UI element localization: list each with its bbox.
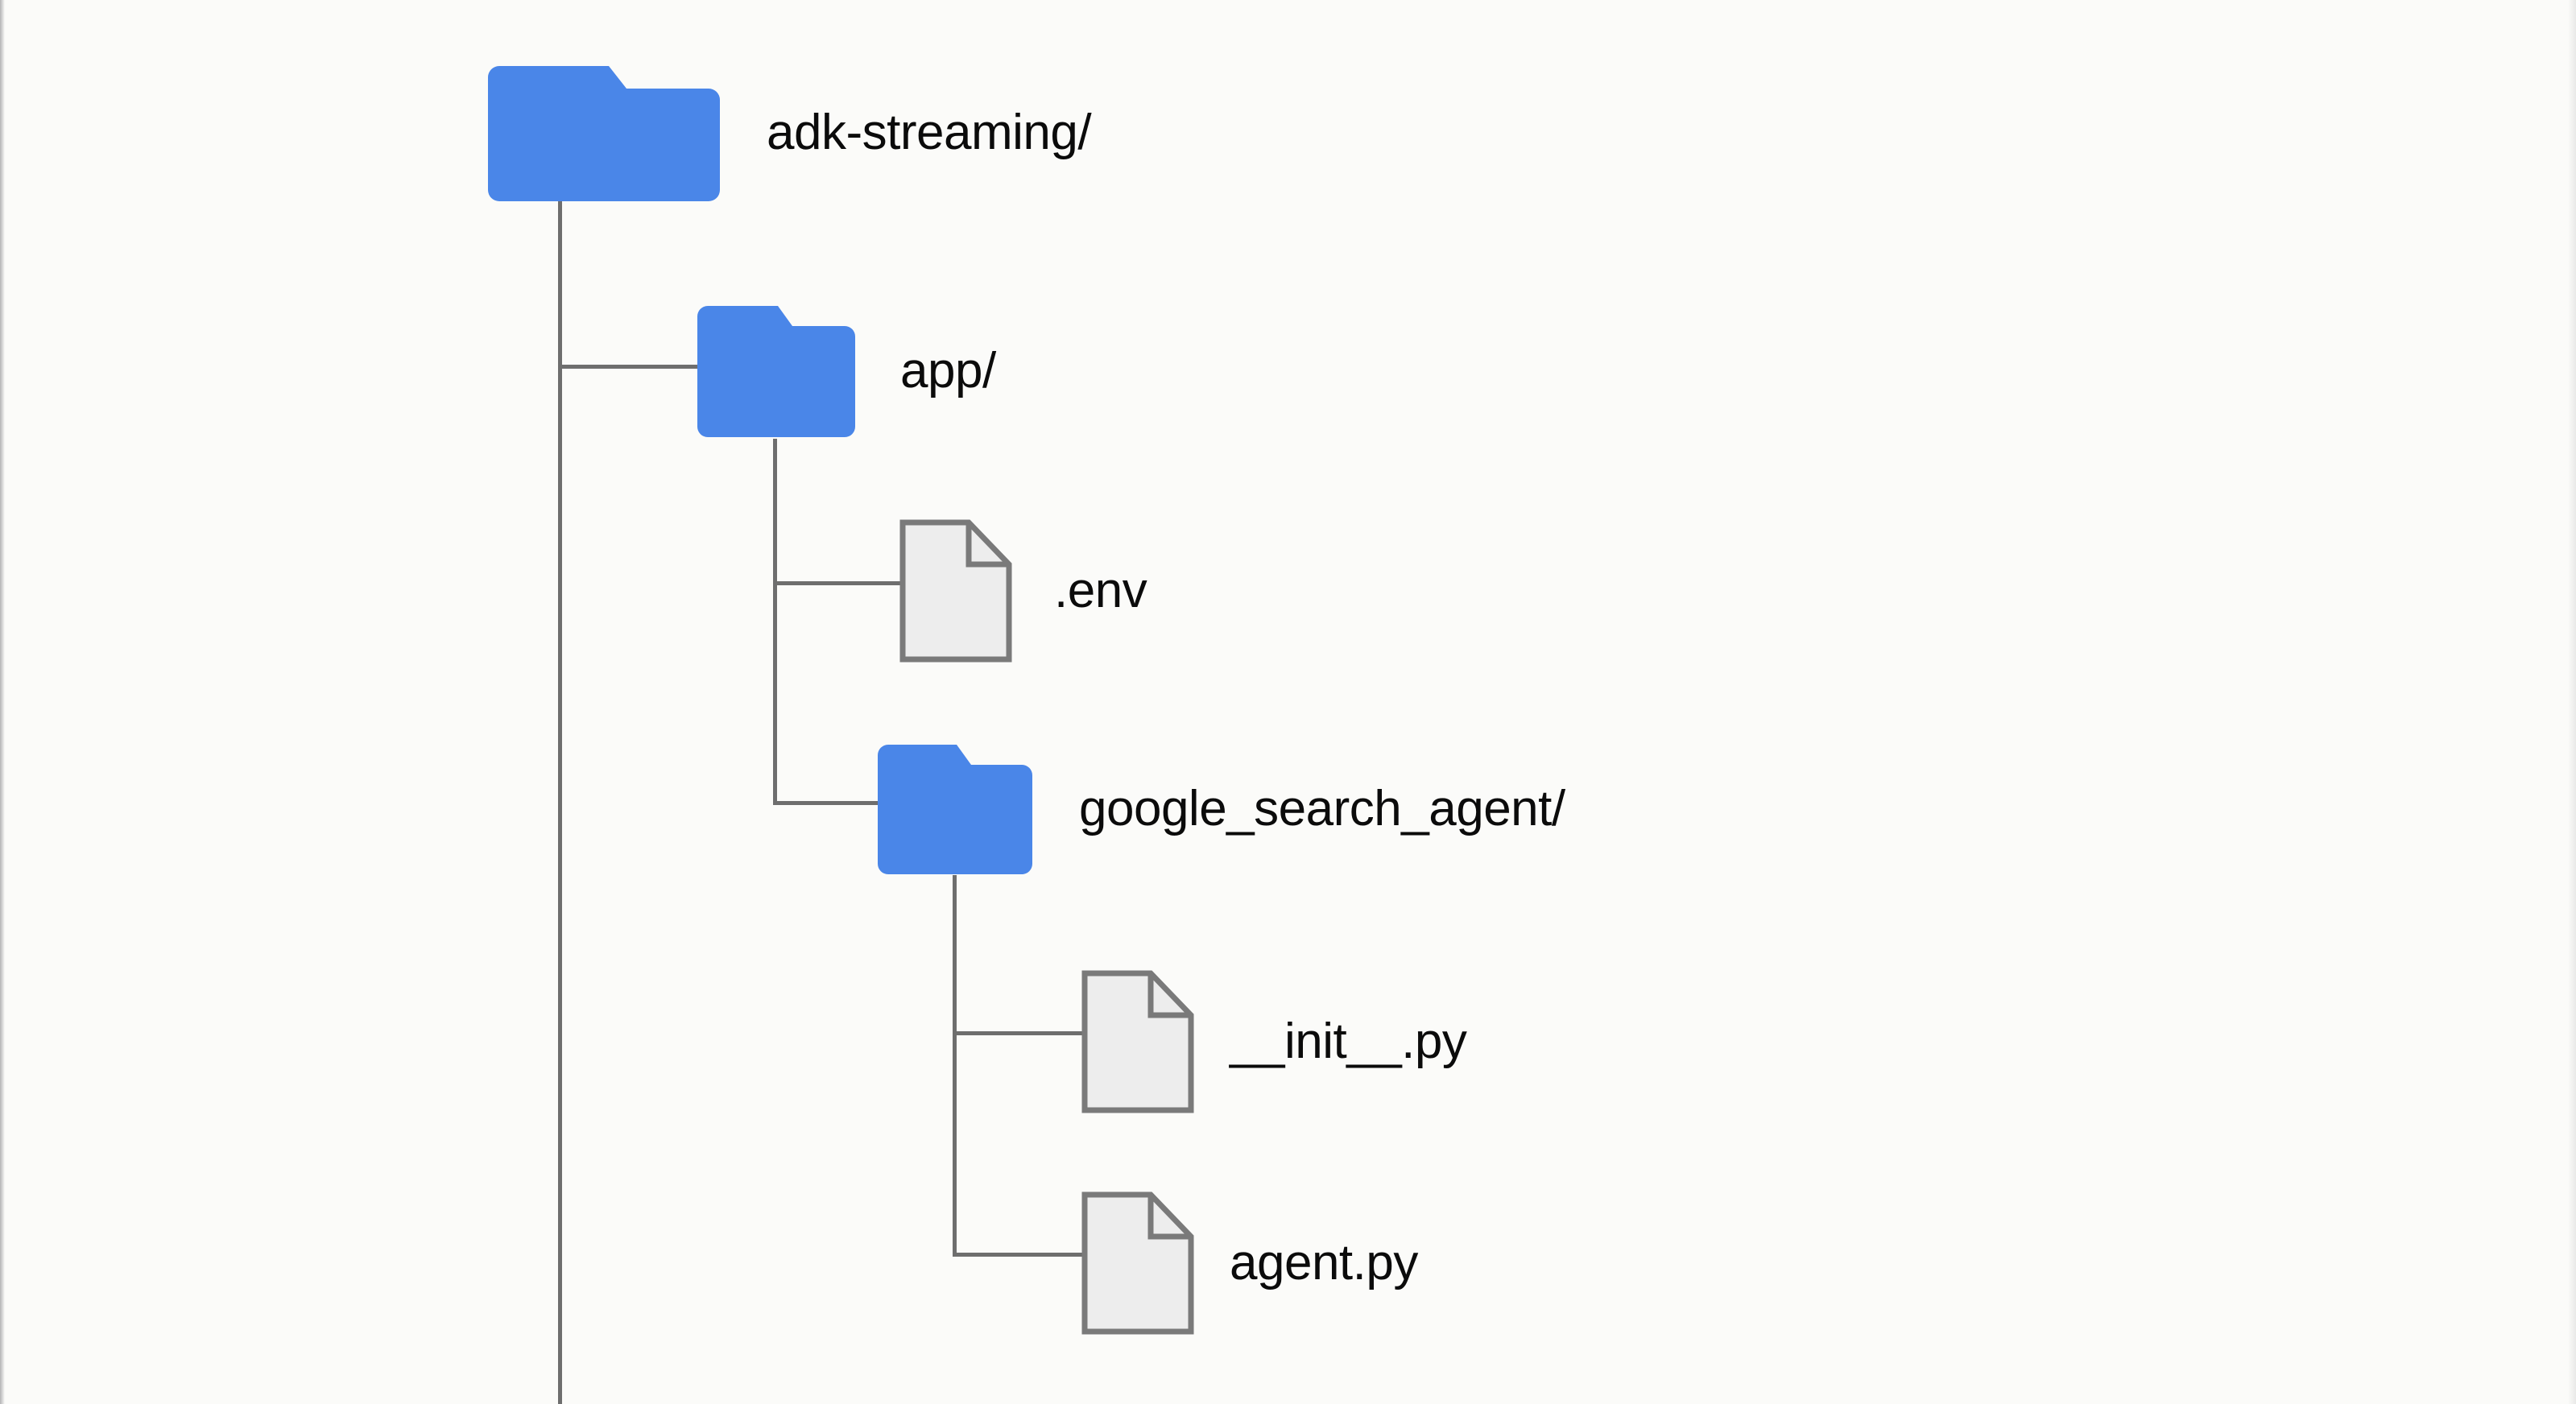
folder-icon — [697, 302, 855, 440]
tree-node-label: __init__.py — [1230, 1014, 1467, 1069]
tree-node-app[interactable]: app/ — [697, 302, 996, 440]
file-icon — [1081, 970, 1194, 1113]
tree-node-label: app/ — [900, 343, 996, 398]
tree-node-google-search-agent[interactable]: google_search_agent/ — [878, 741, 1565, 878]
tree-trunk-root — [558, 102, 562, 1404]
tree-branch-app-to-env — [773, 581, 903, 585]
tree-branch-app-to-google-search-agent — [773, 801, 902, 805]
tree-trunk-google-search-agent — [953, 875, 957, 1257]
tree-node-label: .env — [1054, 563, 1147, 618]
file-icon — [899, 519, 1012, 663]
tree-node-env[interactable]: .env — [899, 519, 1147, 663]
right-vignette-edge — [2568, 0, 2576, 1404]
tree-branch-root-to-app — [558, 365, 703, 369]
tree-node-label: google_search_agent/ — [1079, 781, 1565, 836]
file-icon — [1081, 1191, 1194, 1335]
tree-node-adk-streaming[interactable]: adk-streaming/ — [488, 61, 1092, 204]
folder-icon — [488, 61, 720, 204]
tree-node-label: adk-streaming/ — [767, 105, 1092, 160]
tree-branch-gsa-to-init-py — [953, 1031, 1085, 1035]
tree-trunk-app — [773, 439, 777, 805]
tree-branch-gsa-to-agent-py — [953, 1253, 1085, 1257]
tree-node-init-py[interactable]: __init__.py — [1081, 970, 1467, 1113]
folder-icon — [878, 741, 1032, 878]
left-vignette-edge — [0, 0, 5, 1404]
tree-node-agent-py[interactable]: agent.py — [1081, 1191, 1418, 1335]
tree-node-label: agent.py — [1230, 1235, 1418, 1290]
